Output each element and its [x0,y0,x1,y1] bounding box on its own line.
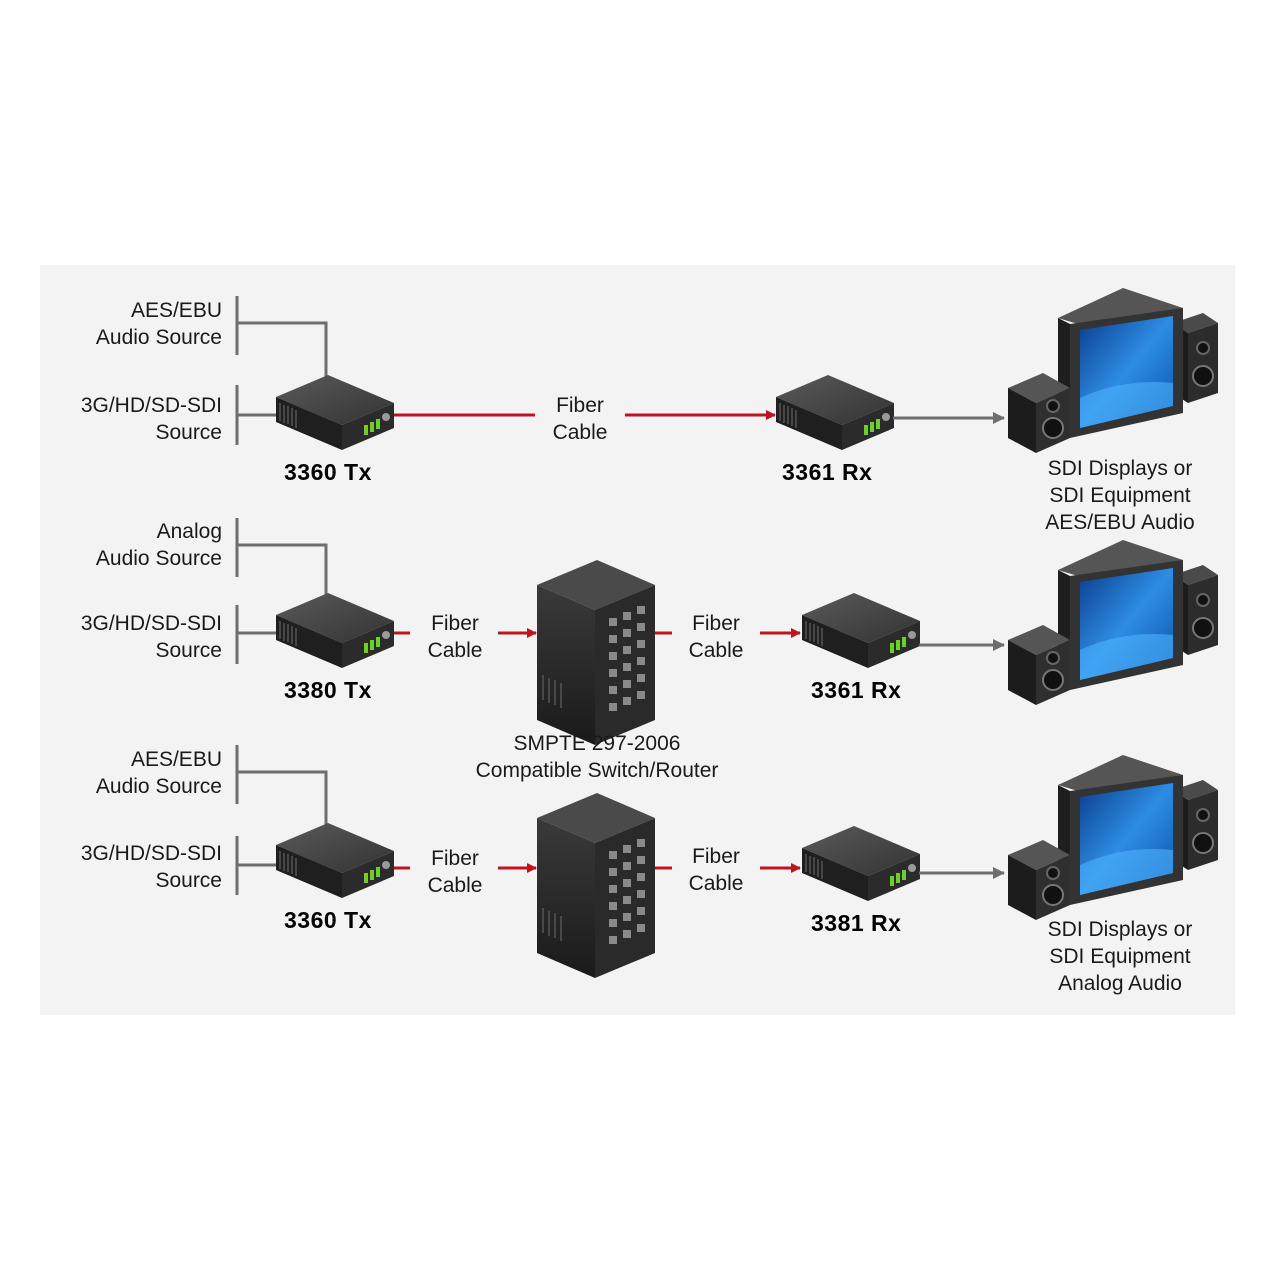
row3-rx-device-icon [801,825,921,902]
row2-fiber-out-label: Fiber Cable [688,612,744,662]
row2-video-source-label: 3G/HD/SD-SDI Source [80,612,222,662]
row3-video-source-label: 3G/HD/SD-SDI Source [80,842,222,892]
row1-rx-model: 3361 Rx [782,459,873,485]
row3-destination-label: SDI Displays or SDI Equipment Analog Aud… [1047,918,1193,995]
row1-tx-model: 3360 Tx [284,459,372,485]
row3-rx-model: 3381 Rx [811,910,902,936]
row2-fiber-in-label: Fiber Cable [427,612,483,662]
row3-fiber-in-label: Fiber Cable [427,847,483,897]
row2-tx-device-icon [275,592,395,669]
row2-switch-router-icon [536,559,656,746]
row1-audio-wire [235,296,328,378]
row2-tx-model: 3380 Tx [284,677,372,703]
row1-video-source-label: 3G/HD/SD-SDI Source [80,394,222,444]
row1-tx-device-icon [275,374,395,451]
row3-display-icon [1007,754,1219,921]
row2-rx-model: 3361 Rx [811,677,902,703]
row3-switch-router-icon [536,792,656,979]
row2-display-icon [1007,539,1219,706]
row3-tx-model: 3360 Tx [284,907,372,933]
row3-fiber-out-label: Fiber Cable [688,845,744,895]
row1-audio-source-label: AES/EBU Audio Source [95,299,222,349]
row1-destination-label: SDI Displays or SDI Equipment AES/EBU Au… [1045,457,1195,534]
row2-audio-wire [235,518,328,596]
row3-audio-wire [235,745,328,826]
row1-fiber-label: Fiber Cable [552,394,608,444]
row1-rx-device-icon [775,374,895,451]
row1-display-icon [1007,287,1219,454]
row3-audio-source-label: AES/EBU Audio Source [95,748,222,798]
switch-router-label: SMPTE 297-2006 Compatible Switch/Router [475,732,719,782]
row2-audio-source-label: Analog Audio Source [95,520,222,570]
row3-tx-device-icon [275,822,395,899]
row2-rx-device-icon [801,592,921,669]
